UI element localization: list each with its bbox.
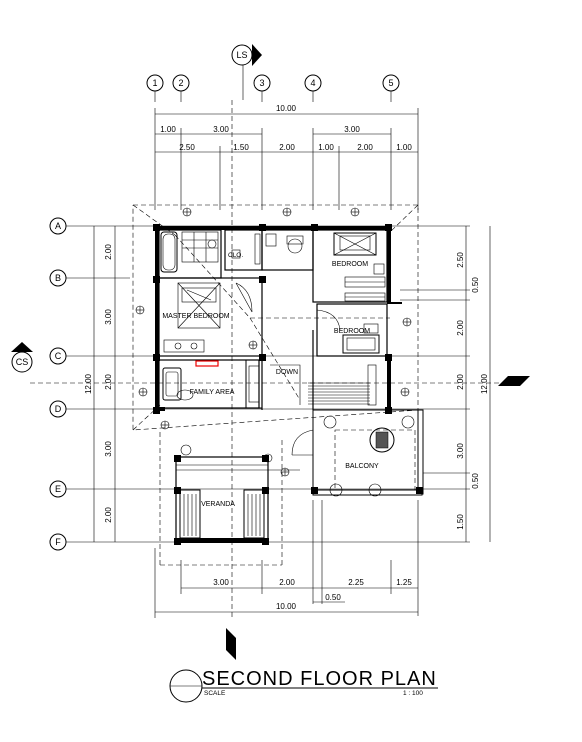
grid-row-d: D (55, 404, 62, 414)
grid-col-5: 5 (388, 78, 393, 88)
left-dimensions: 12.00 2.00 3.00 2.00 3.00 2.00 (84, 226, 116, 542)
dim-top-r2-d: 1.00 (318, 143, 334, 152)
grid-col-2: 2 (178, 78, 183, 88)
column-grid: 1 2 3 4 5 (146, 74, 400, 102)
dim-right-b: 0.50 (471, 277, 480, 293)
dim-top-r2-e: 2.00 (357, 143, 373, 152)
room-balcony: BALCONY (345, 463, 379, 470)
dim-top-total: 10.00 (276, 104, 297, 113)
dim-top-r2-c: 2.00 (279, 143, 295, 152)
stair: DOWN (261, 330, 377, 410)
dim-left-d: 3.00 (104, 441, 113, 457)
room-bedroom-2: BEDROOM (334, 328, 370, 335)
scale-value: 1 : 100 (403, 690, 423, 697)
veranda: VERANDA (175, 444, 300, 543)
grid-col-1: 1 (152, 78, 157, 88)
dim-bottom-b: 2.00 (279, 578, 295, 587)
section-mark-cs: CS (11, 342, 530, 386)
right-dimensions: 2.50 0.50 2.00 2.00 3.00 0.50 1.50 12.00 (400, 226, 491, 542)
grid-col-3: 3 (259, 78, 264, 88)
grid-col-4: 4 (310, 78, 315, 88)
dim-bottom-c: 2.25 (348, 578, 364, 587)
section-mark-ls: LS (231, 44, 262, 100)
dim-right-d: 2.00 (456, 374, 465, 390)
grid-row-e: E (55, 484, 61, 494)
room-family-area: FAMILY AREA (190, 389, 235, 396)
master-bedroom: MASTER BEDROOM (158, 277, 263, 357)
dim-bottom-d: 1.25 (396, 578, 412, 587)
dim-top-r2-f: 1.00 (396, 143, 412, 152)
ceiling-light-symbols (135, 207, 412, 477)
structural-columns (153, 224, 423, 545)
grid-row-b: B (55, 273, 61, 283)
room-master-bedroom: MASTER BEDROOM (162, 313, 229, 320)
stair-down-label: DOWN (276, 369, 298, 376)
grid-row-c: C (55, 351, 62, 361)
dim-right-total: 12.00 (480, 373, 489, 394)
scale-label: SCALE (204, 690, 226, 697)
section-arrow-bottom (226, 628, 236, 660)
section-cs-label: CS (16, 357, 29, 367)
grid-row-f: F (55, 537, 61, 547)
top-dimensions: 10.00 1.00 3.00 3.00 2.50 1.50 2.00 1.00… (154, 104, 419, 210)
dim-top-r1-c: 3.00 (344, 125, 360, 134)
bedroom-1: BEDROOM (312, 229, 388, 303)
dim-right-a: 2.50 (456, 252, 465, 268)
dim-bottom-offset: 0.50 (325, 593, 341, 602)
section-ls-label: LS (236, 50, 247, 60)
dim-left-a: 2.00 (104, 244, 113, 260)
dim-right-c: 2.00 (456, 320, 465, 336)
closet-label: CLO. (228, 252, 243, 259)
plan-title: SECOND FLOOR PLAN (202, 668, 437, 690)
dim-left-b: 3.00 (104, 309, 113, 325)
title-block: SECOND FLOOR PLAN SCALE 1 : 100 (169, 668, 438, 703)
room-bedroom-1: BEDROOM (332, 261, 368, 268)
bottom-dimensions: 3.00 2.00 2.25 1.25 0.50 10.00 (154, 500, 419, 618)
dim-left-c: 2.00 (104, 374, 113, 390)
balcony: BALCONY (291, 409, 424, 497)
dim-left-e: 2.00 (104, 507, 113, 523)
bathroom-block: CLO. (158, 229, 314, 279)
family-area: FAMILY AREA (158, 359, 263, 409)
room-veranda: VERANDA (201, 501, 235, 508)
dim-left-total: 12.00 (84, 373, 93, 394)
dim-right-f: 0.50 (471, 473, 480, 489)
bedroom-2: BEDROOM (316, 303, 388, 357)
dim-top-r2-a: 2.50 (179, 143, 195, 152)
dim-top-r1-a: 1.00 (160, 125, 176, 134)
dim-right-e: 3.00 (456, 443, 465, 459)
dim-top-r2-b: 1.50 (233, 143, 249, 152)
dim-bottom-a: 3.00 (213, 578, 229, 587)
dim-right-g: 1.50 (456, 514, 465, 530)
grid-row-a: A (55, 221, 61, 231)
dim-top-r1-b: 3.00 (213, 125, 229, 134)
dim-bottom-total: 10.00 (276, 602, 297, 611)
